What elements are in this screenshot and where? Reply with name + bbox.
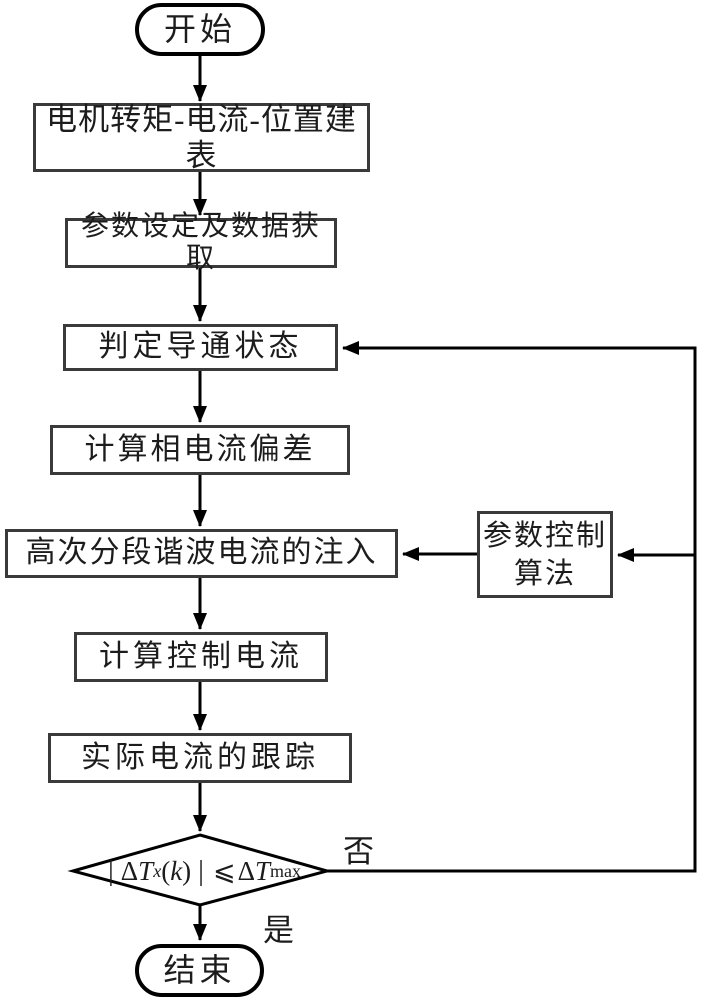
paren-close: ) — [182, 855, 192, 886]
process-phase-deviation: 计算相电流偏差 — [50, 425, 350, 475]
process-current-tracking: 实际电流的跟踪 — [48, 733, 352, 783]
process-control-current: 计算控制电流 — [74, 632, 328, 682]
param-control-label-line1: 参数控制 — [482, 519, 607, 552]
process-build-table: 电机转矩-电流-位置建表 — [33, 101, 370, 173]
end-node: 结束 — [135, 944, 264, 997]
start-node: 开始 — [135, 3, 265, 56]
conduction-state-label: 判定导通状态 — [98, 330, 303, 364]
leq-operator: ⩽ — [212, 855, 236, 886]
start-label: 开始 — [163, 11, 236, 48]
decision-diamond — [67, 833, 333, 907]
yes-branch-label: 是 — [263, 913, 294, 948]
paren-open: ( — [161, 855, 171, 886]
abs-bar-left: | — [107, 854, 114, 887]
feedback-loop-no-path — [327, 341, 697, 873]
abs-bar-right: | — [198, 854, 204, 887]
build-table-label: 电机转矩-电流-位置建表 — [46, 101, 357, 173]
process-param-control: 参数控制 算法 — [477, 511, 613, 598]
harmonic-injection-label: 高次分段谐波电流的注入 — [25, 536, 378, 570]
delta-symbol-1: Δ — [120, 855, 139, 886]
end-label: 结束 — [163, 952, 236, 989]
torque-symbol-1: T — [138, 855, 154, 886]
delta-symbol-2: Δ — [237, 855, 255, 886]
param-control-label-line2: 算法 — [513, 557, 576, 590]
control-current-label: 计算控制电流 — [99, 639, 303, 673]
process-conduction-state: 判定导通状态 — [63, 324, 338, 371]
sample-index-k: k — [170, 855, 183, 886]
process-harmonic-injection: 高次分段谐波电流的注入 — [5, 529, 398, 578]
torque-symbol-2: T — [254, 855, 271, 886]
phase-deviation-label: 计算相电流偏差 — [84, 432, 316, 466]
param-data-label: 参数设定及数据获取 — [80, 210, 321, 274]
current-tracking-label: 实际电流的跟踪 — [81, 740, 319, 774]
process-param-data: 参数设定及数据获取 — [65, 211, 337, 274]
no-branch-label: 否 — [343, 834, 374, 869]
